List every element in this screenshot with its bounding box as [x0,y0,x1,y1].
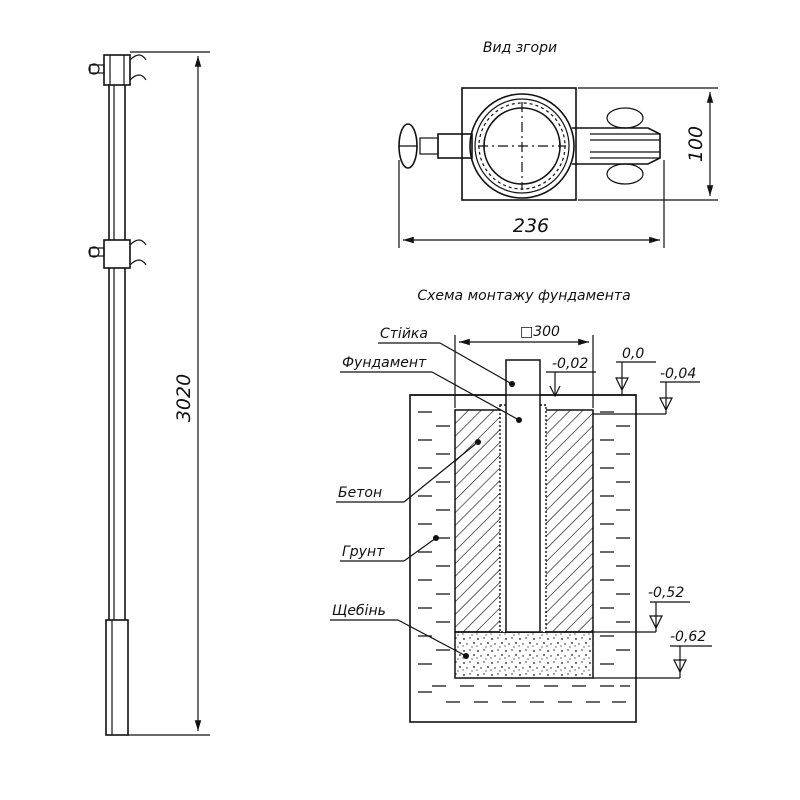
foundation-size-dimension: □300 [520,324,560,340]
top-view-height-dimension: 100 [685,126,707,162]
top-view-hook-bracket [572,127,661,165]
foundation-title: Схема монтажу фундамента [417,288,630,304]
level-label: -0,52 [648,585,684,601]
pole-top-clamp [103,54,131,86]
label-foundation: Фундамент [342,355,427,371]
label-concrete: Бетон [338,485,382,501]
level-marker-minus-052: -0,52 [593,585,690,633]
label-gravel: Щебінь [332,603,386,619]
top-view-clamp-screw [437,133,473,159]
top-view-base-plate [461,87,577,201]
pole-drawing: 3020 [88,51,210,736]
callout-soil: Грунт [340,535,439,562]
level-marker-minus-062: -0,62 [593,629,712,679]
label-soil: Грунт [342,544,385,560]
pole-stub [505,359,541,633]
level-marker-zero: 0,0 [615,346,656,395]
top-view-pipe-outer [469,93,575,199]
top-view-width-dimension: 236 [513,215,549,237]
top-view-title: Вид згори [483,40,557,56]
callout-gravel: Щебінь [330,603,469,659]
level-marker-minus-002: -0,02 [546,356,596,398]
callout-foundation: Фундамент [340,355,522,423]
level-label: -0,02 [552,356,588,372]
level-label: -0,62 [670,629,706,645]
level-label: -0,04 [660,366,696,382]
soil-dashes [418,411,630,703]
level-label: 0,0 [622,346,644,362]
foundation-drawing: Схема монтажу фундамента □300 [330,288,712,723]
pole-top-screw [89,64,105,74]
level-marker-minus-004: -0,04 [593,366,700,415]
pole-height-dimension: 3020 [173,374,195,422]
pole-top-hook [129,54,147,61]
pole-middle-clamp [103,239,131,269]
label-pole: Стійка [380,326,428,342]
callout-pole: Стійка [378,326,515,387]
callout-concrete: Бетон [336,439,481,503]
pole-base-section [105,619,129,736]
top-view-drawing: Вид згори 100 236 [398,40,718,248]
gravel-layer [454,631,594,679]
